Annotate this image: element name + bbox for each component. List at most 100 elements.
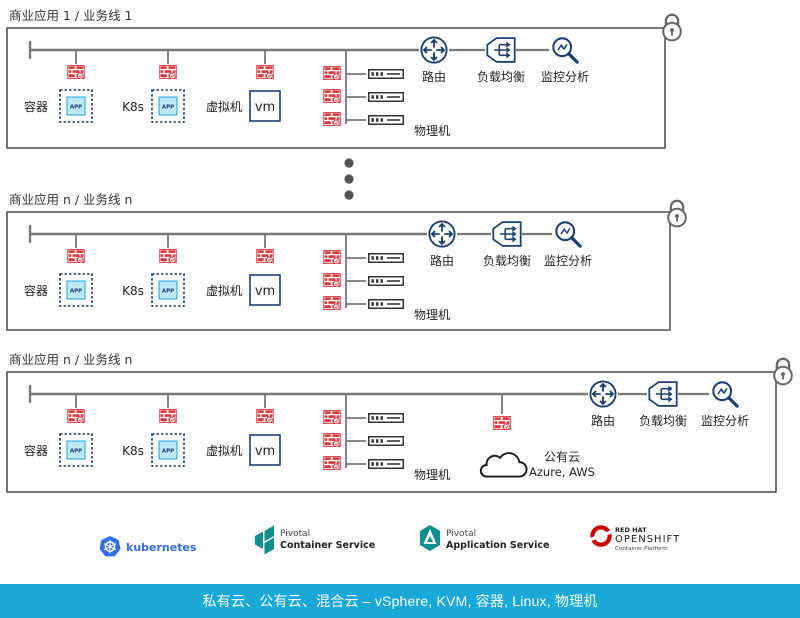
- router-label: 路由: [422, 69, 446, 84]
- public-cloud-label: 公有云: [544, 450, 580, 464]
- section-title: 商业应用 n / 业务线 n: [9, 192, 132, 207]
- app-chip-icon: [158, 280, 178, 300]
- vm-box: [249, 434, 281, 466]
- vm-badge: vm: [255, 284, 275, 299]
- app-chip-icon: [66, 280, 86, 300]
- vm-badge: vm: [255, 100, 275, 115]
- openshift-wordmark: OPENSHIFT: [615, 534, 680, 545]
- app-chip-label: APP: [70, 289, 82, 295]
- app-chip-label: APP: [162, 289, 174, 295]
- app-chip-icon: [66, 440, 86, 460]
- app-chip-label: APP: [70, 105, 82, 111]
- platform-logos: kubernetes Pivotal Container Service Piv…: [99, 525, 680, 557]
- lock-icon: [662, 13, 682, 42]
- platform-footer-bar: 私有云、公有云、混合云 – vSphere, KVM, 容器, Linux, 物…: [0, 584, 800, 618]
- monitoring-label: 监控分析: [541, 70, 589, 84]
- load-balancer-icon: [492, 221, 522, 247]
- redhat-wordmark: RED HAT: [615, 526, 647, 534]
- firewall-icon: [159, 65, 177, 79]
- firewall-icon: [159, 249, 177, 263]
- firewall-icon: [323, 89, 341, 103]
- server-icon: [368, 459, 404, 469]
- physical-label: 物理机: [414, 124, 450, 138]
- firewall-icon: [323, 273, 341, 287]
- load-balancer-icon: [648, 381, 678, 407]
- container-service-wordmark: Container Service: [280, 540, 375, 551]
- footer-text: 私有云、公有云、混合云 – vSphere, KVM, 容器, Linux, 物…: [202, 593, 598, 609]
- more-sections-dots: [344, 158, 354, 200]
- server-icon: [368, 276, 404, 286]
- dot-icon: [344, 174, 354, 184]
- app-chip-label: APP: [162, 105, 174, 111]
- public-cloud-providers: Azure, AWS: [529, 465, 595, 479]
- load-balancer-icon: [486, 37, 516, 63]
- router-icon: [428, 220, 456, 248]
- monitoring-label: 监控分析: [701, 414, 749, 428]
- virtual-machine-label: 虚拟机: [206, 100, 242, 114]
- monitoring-label: 监控分析: [544, 254, 592, 268]
- pivotal-wordmark: Pivotal: [280, 529, 310, 539]
- firewall-icon: [323, 456, 341, 470]
- monitoring-icon: [711, 380, 739, 408]
- lock-icon: [773, 357, 793, 386]
- monitoring-icon: [554, 220, 582, 248]
- router-icon: [589, 380, 617, 408]
- firewall-icon: [323, 66, 341, 80]
- firewall-icon: [67, 65, 85, 79]
- vm-box: [249, 90, 281, 122]
- kubernetes-wordmark: kubernetes: [126, 541, 197, 554]
- server-icon: [368, 253, 404, 263]
- monitoring-icon: [551, 36, 579, 64]
- pks-icon: [255, 525, 274, 555]
- firewall-icon: [323, 410, 341, 424]
- container-platform-wordmark: Container Platform: [615, 546, 668, 552]
- server-icon: [368, 299, 404, 309]
- router-label: 路由: [591, 413, 615, 428]
- section-frame: [6, 211, 671, 331]
- app-chip-icon: [158, 96, 178, 116]
- application-service-wordmark: Application Service: [446, 540, 549, 551]
- server-icon: [368, 69, 404, 79]
- lock-icon: [667, 199, 687, 228]
- container-label: 容器: [24, 99, 48, 114]
- app-chip-icon: [66, 96, 86, 116]
- load-balancer-label: 负载均衡: [477, 70, 525, 84]
- openshift-icon: [590, 525, 612, 547]
- virtual-machine-label: 虚拟机: [206, 444, 242, 458]
- section-frame: [6, 371, 777, 493]
- app-chip-icon: [158, 440, 178, 460]
- firewall-icon: [256, 249, 274, 263]
- cloud-icon: [479, 452, 528, 478]
- k8s-label: K8s: [122, 444, 144, 458]
- router-icon: [420, 36, 448, 64]
- load-balancer-label: 负载均衡: [483, 254, 531, 268]
- server-icon: [368, 92, 404, 102]
- pivotal-container-service-logo: Pivotal Container Service: [255, 525, 375, 555]
- router-label: 路由: [430, 253, 454, 268]
- server-icon: [368, 436, 404, 446]
- server-icon: [368, 413, 404, 423]
- pivotal-wordmark: Pivotal: [446, 529, 476, 539]
- container-label: 容器: [24, 443, 48, 458]
- k8s-label: K8s: [122, 100, 144, 114]
- app-chip-label: APP: [70, 449, 82, 455]
- section-title: 商业应用 n / 业务线 n: [9, 352, 132, 367]
- physical-label: 物理机: [414, 308, 450, 322]
- virtual-machine-label: 虚拟机: [206, 284, 242, 298]
- firewall-icon: [493, 416, 511, 430]
- app-chip-label: APP: [162, 449, 174, 455]
- vm-box: [249, 274, 281, 306]
- firewall-icon: [323, 250, 341, 264]
- firewall-icon: [67, 409, 85, 423]
- firewall-icon: [159, 409, 177, 423]
- kubernetes-logo: kubernetes: [99, 536, 197, 557]
- physical-label: 物理机: [414, 468, 450, 482]
- firewall-icon: [256, 65, 274, 79]
- firewall-icon: [67, 249, 85, 263]
- section-frame: [6, 27, 666, 149]
- firewall-icon: [323, 112, 341, 126]
